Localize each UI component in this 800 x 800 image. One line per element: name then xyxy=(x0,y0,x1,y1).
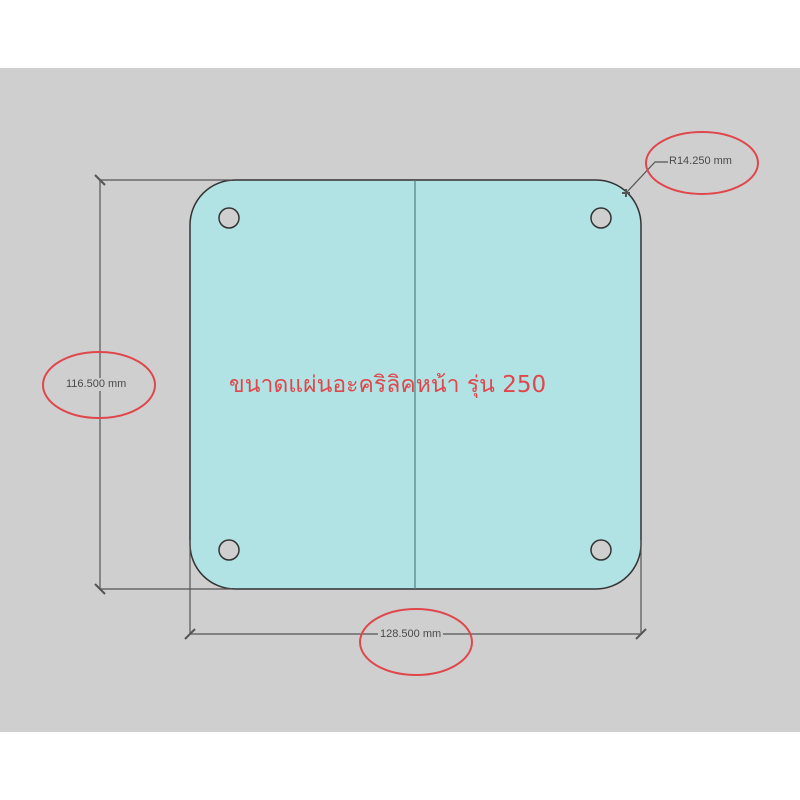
highlight-ellipse-width xyxy=(359,608,473,676)
mount-hole-bottom-right xyxy=(590,539,612,561)
radius-leader xyxy=(622,161,668,197)
mount-hole-top-right xyxy=(590,207,612,229)
highlight-ellipse-height xyxy=(42,351,156,419)
width-dimension-label: 128.500 mm xyxy=(378,628,444,641)
drawing-title: ขนาดแผ่นอะคริลิคหน้า รุ่น 250 xyxy=(229,372,547,398)
mount-hole-bottom-left xyxy=(218,539,240,561)
highlight-ellipse-radius xyxy=(645,131,759,195)
mount-hole-top-left xyxy=(218,207,240,229)
height-dimension-label: 116.500 mm xyxy=(64,378,129,391)
radius-dimension-label: R14.250 mm xyxy=(669,155,732,167)
